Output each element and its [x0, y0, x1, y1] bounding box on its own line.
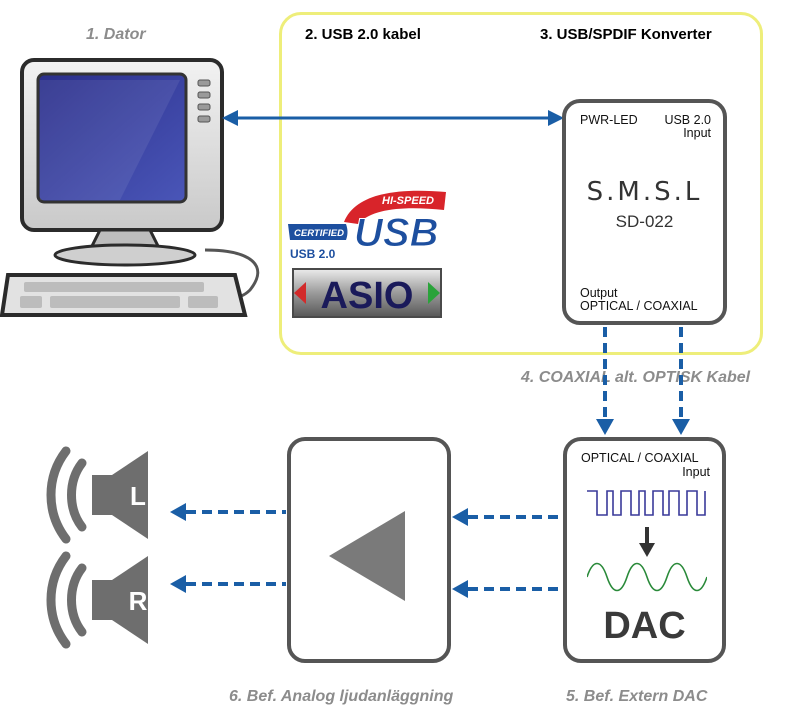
dac-to-amp-arrows [452, 508, 562, 598]
converter-box: PWR-LED USB 2.0 Input S.M.S.L SD-022 Out… [562, 99, 727, 325]
right-speaker-icon: R [46, 551, 148, 649]
analog-signal-icon [587, 562, 707, 592]
pwr-led-label: PWR-LED [580, 113, 638, 127]
left-speaker-icon: L [46, 446, 148, 544]
hispeed-text: HI-SPEED [382, 195, 434, 207]
brand-label: S.M.S.L [586, 177, 703, 207]
usb-text: USB [354, 211, 438, 255]
output-label-2: OPTICAL / COAXIAL [580, 299, 698, 313]
left-speaker-label: L [130, 481, 146, 511]
asio-logo: ASIO [292, 268, 442, 318]
amplifier-box [287, 437, 451, 663]
asio-text: ASIO [321, 275, 414, 317]
digital-signal-icon [587, 490, 706, 516]
usb-input-label-2: Input [683, 126, 711, 140]
coax-cable-label: 4. COAXIAL alt. OPTISK Kabel [521, 369, 751, 386]
certified-text: CERTIFIED [294, 228, 344, 239]
dac-input-label-1: OPTICAL / COAXIAL [581, 451, 699, 465]
right-speaker-label: R [129, 586, 148, 616]
dac-title: DAC [603, 605, 686, 647]
model-label: SD-022 [615, 212, 674, 231]
usb-cable-label: 2. USB 2.0 kabel [305, 26, 421, 43]
usb-hispeed-logo: HI-SPEED CERTIFIED USB USB 2.0 [288, 190, 446, 260]
usb-section-highlight [279, 12, 763, 355]
usb20-text: USB 2.0 [290, 247, 336, 260]
converter-label: 3. USB/SPDIF Konverter [540, 26, 712, 43]
dac-box: OPTICAL / COAXIAL Input DAC [563, 437, 726, 663]
usb-input-label-1: USB 2.0 [664, 113, 711, 127]
dac-input-label-2: Input [682, 465, 710, 479]
convert-down-arrow-icon [639, 527, 655, 557]
usb-connection-arrow [222, 110, 564, 126]
amp-to-speaker-arrows [170, 503, 286, 593]
computer-label: 1. Dator [86, 26, 146, 43]
analog-label: 6. Bef. Analog ljudanläggning [229, 688, 454, 705]
amplifier-triangle-icon [329, 511, 405, 601]
external-dac-label: 5. Bef. Extern DAC [566, 688, 708, 705]
coax-cable-arrows [596, 327, 690, 435]
computer-icon [0, 58, 260, 317]
output-label-1: Output [580, 286, 618, 300]
